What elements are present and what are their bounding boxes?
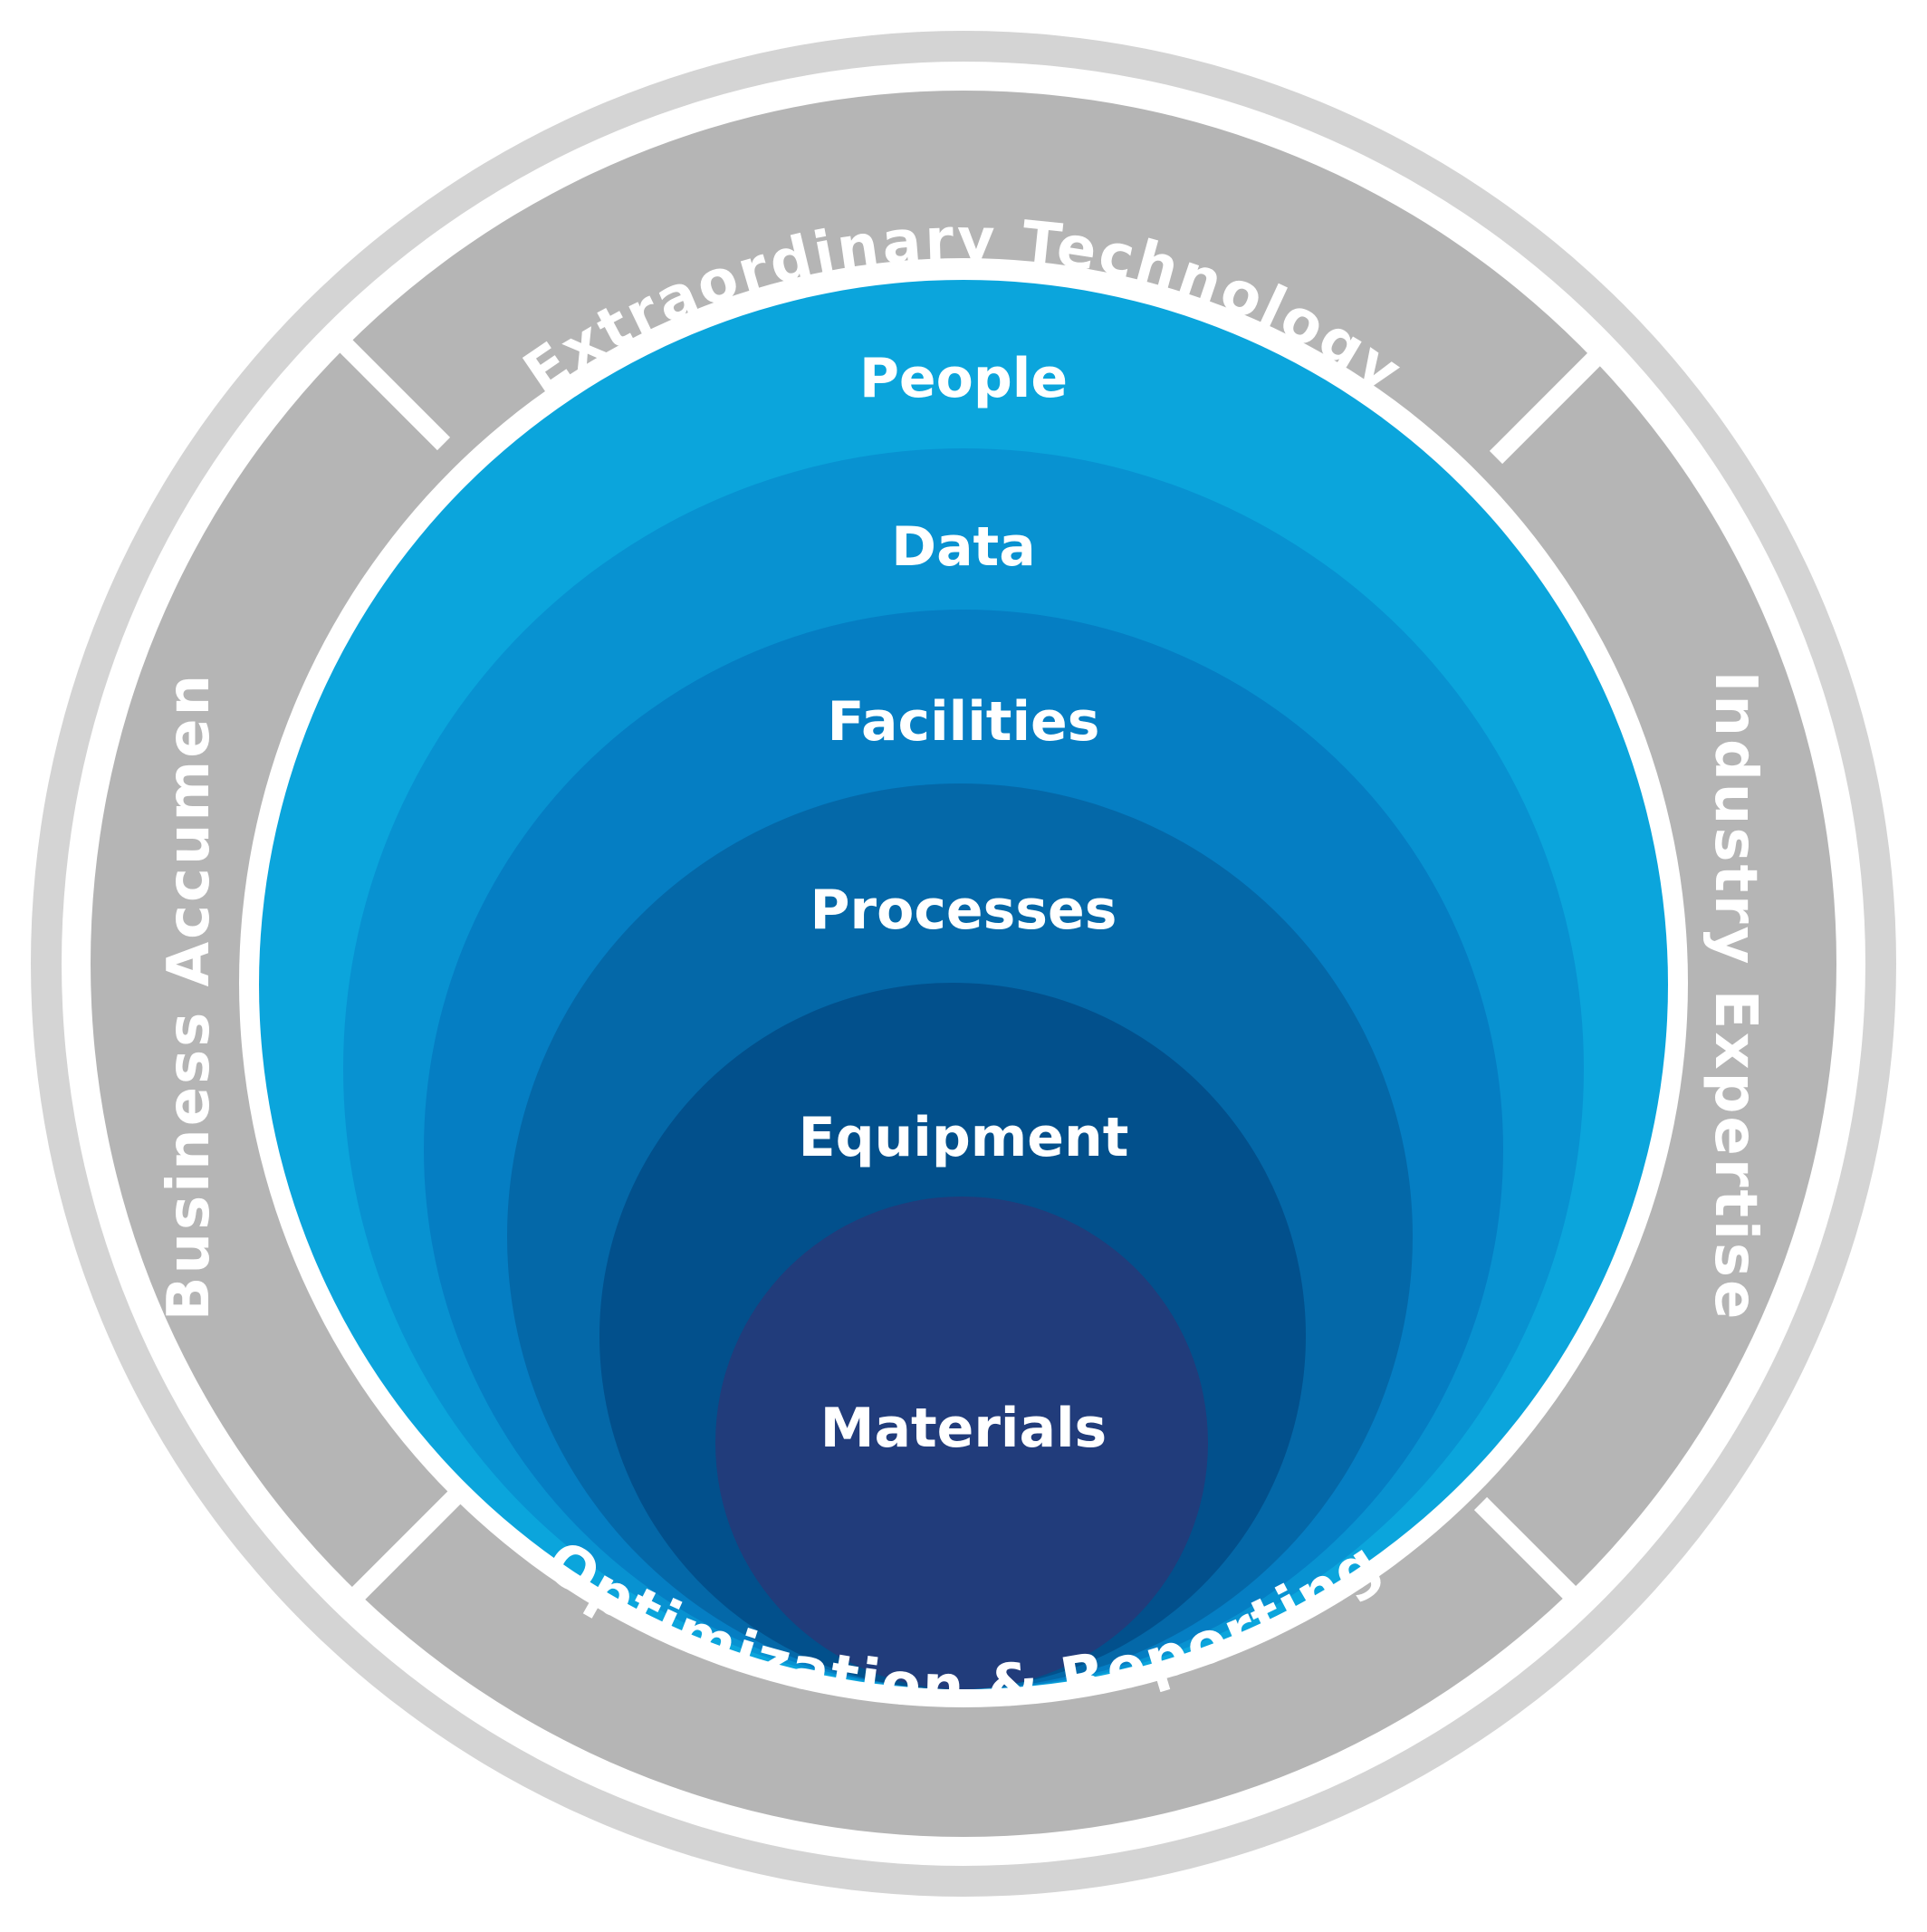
layer-label-facilities: Facilities xyxy=(828,690,1100,754)
layer-label-equipment: Equipment xyxy=(799,1106,1129,1169)
layer-label-processes: Processes xyxy=(810,879,1117,942)
ring-label-right: Industry Expertise xyxy=(1702,671,1769,1322)
divider-top-right xyxy=(1489,351,1603,465)
layer-label-data: Data xyxy=(891,515,1035,579)
layer-materials xyxy=(715,1197,1208,1689)
layer-labels-group: PeopleDataFacilitiesProcessesEquipmentMa… xyxy=(799,347,1129,1460)
layer-label-people: People xyxy=(859,347,1068,410)
ring-label-left: Business Accumen xyxy=(156,672,223,1321)
divider-top-left xyxy=(337,337,451,451)
layers-group xyxy=(259,280,1668,1689)
segment-dividers xyxy=(337,337,1603,1610)
divider-bottom-left xyxy=(350,1483,469,1601)
divider-bottom-right xyxy=(1473,1496,1587,1610)
layer-label-materials: Materials xyxy=(820,1397,1107,1460)
